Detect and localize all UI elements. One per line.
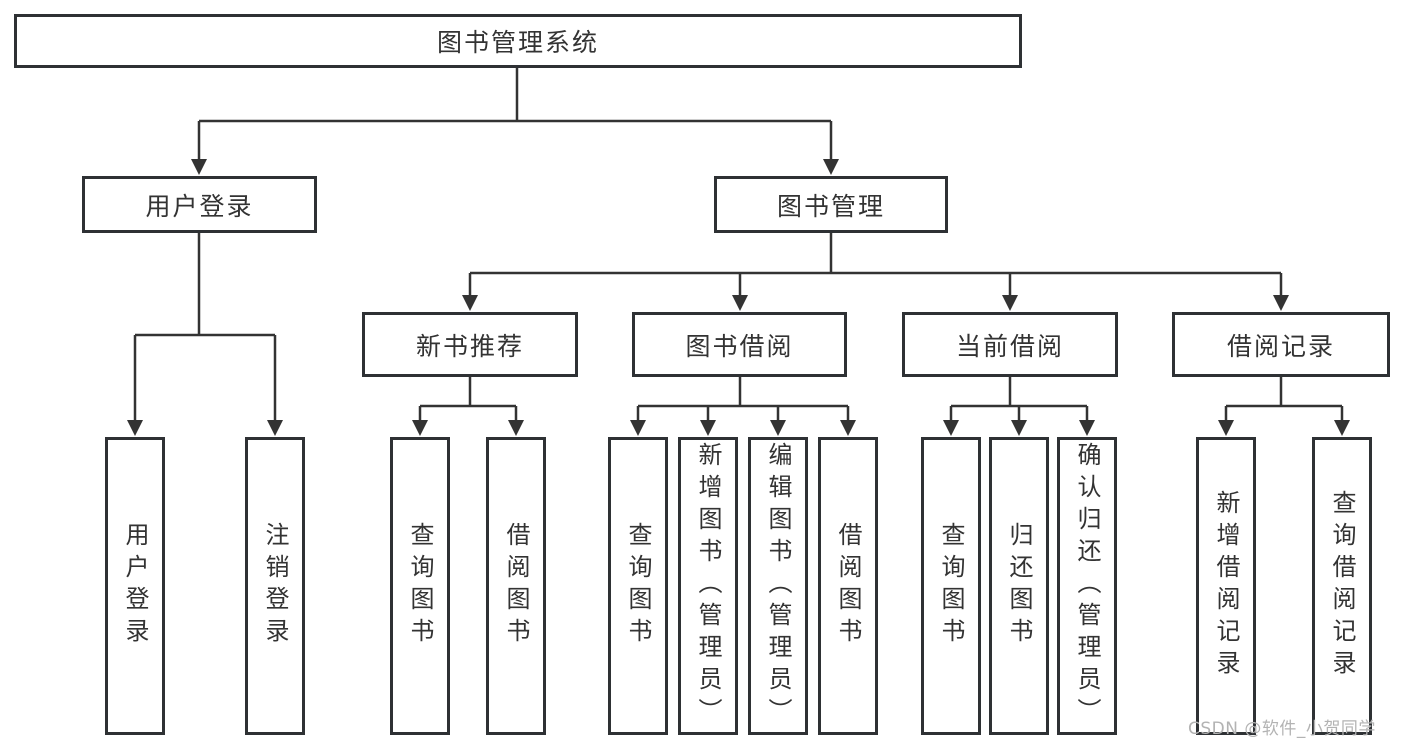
node-book-borrowing: 图书借阅 [632, 312, 847, 377]
node-br-add-record-label: 新增借阅记录 [1212, 490, 1240, 682]
node-cb-return-books: 归还图书 [989, 437, 1049, 735]
node-cb-confirm-return: 确认归还（管理员） [1057, 437, 1117, 735]
node-bb-query-books-label: 查询图书 [624, 522, 652, 650]
arrowheads [127, 159, 1350, 436]
node-br-add-record: 新增借阅记录 [1196, 437, 1256, 735]
node-nr-query-books-label: 查询图书 [406, 522, 434, 650]
node-bb-borrow-books-label: 借阅图书 [834, 522, 862, 650]
node-nr-borrow-books-label: 借阅图书 [502, 522, 530, 650]
node-borrowing-records: 借阅记录 [1172, 312, 1390, 377]
node-bb-query-books: 查询图书 [608, 437, 668, 735]
node-leaf-user-login: 用户登录 [105, 437, 165, 735]
node-book-borrowing-label: 图书借阅 [685, 331, 794, 361]
node-bb-edit-books-label: 编辑图书（管理员） [764, 442, 792, 730]
node-user-login: 用户登录 [82, 176, 317, 233]
node-nr-query-books: 查询图书 [390, 437, 450, 735]
node-leaf-logout-label: 注销登录 [261, 522, 289, 650]
node-leaf-logout: 注销登录 [245, 437, 305, 735]
node-cb-return-books-label: 归还图书 [1005, 522, 1033, 650]
node-bb-borrow-books: 借阅图书 [818, 437, 878, 735]
node-book-management: 图书管理 [714, 176, 948, 233]
node-br-query-record-label: 查询借阅记录 [1328, 490, 1356, 682]
csdn-watermark: CSDN @软件_小贺同学 [1188, 719, 1376, 739]
node-book-management-label: 图书管理 [776, 191, 885, 221]
node-br-query-record: 查询借阅记录 [1312, 437, 1372, 735]
node-leaf-user-login-label: 用户登录 [121, 522, 149, 650]
node-root-label: 图书管理系统 [436, 28, 599, 57]
node-cb-query-books: 查询图书 [921, 437, 981, 735]
node-new-book-recommend: 新书推荐 [362, 312, 578, 377]
node-current-borrowing-label: 当前借阅 [955, 331, 1064, 361]
node-new-book-recommend-label: 新书推荐 [415, 331, 524, 361]
node-bb-edit-books: 编辑图书（管理员） [748, 437, 808, 735]
node-borrowing-records-label: 借阅记录 [1226, 331, 1335, 361]
node-bb-add-books: 新增图书（管理员） [678, 437, 738, 735]
node-cb-query-books-label: 查询图书 [937, 522, 965, 650]
node-root: 图书管理系统 [14, 14, 1022, 68]
node-current-borrowing: 当前借阅 [902, 312, 1118, 377]
node-user-login-label: 用户登录 [145, 191, 254, 221]
node-bb-add-books-label: 新增图书（管理员） [694, 442, 722, 730]
node-cb-confirm-return-label: 确认归还（管理员） [1073, 442, 1101, 730]
node-nr-borrow-books: 借阅图书 [486, 437, 546, 735]
